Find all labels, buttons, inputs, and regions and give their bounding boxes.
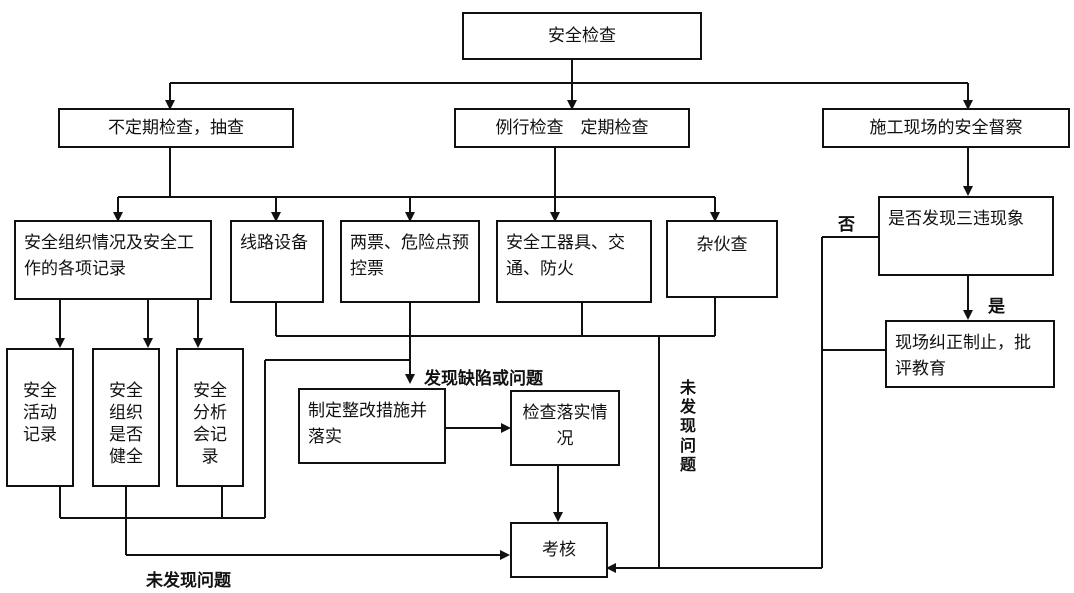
label-found-problem: 发现缺陷或问题 [424, 369, 543, 389]
node-correct-educate-label: 现场纠正制止，批评教育 [895, 333, 1031, 380]
node-routine-inspection-label: 例行检查 定期检查 [495, 117, 649, 138]
node-activity-records: 安全 活动 记录 [6, 348, 74, 487]
node-site-supervision: 施工现场的安全督察 [822, 108, 1070, 148]
node-check-implementation: 检查落实情况 [510, 390, 620, 466]
node-assessment-label: 考核 [542, 539, 576, 560]
label-no-problem-bottom: 未发现问题 [146, 571, 231, 591]
node-assessment: 考核 [510, 522, 608, 578]
node-org-sound-label: 安全 组织 是否 健全 [109, 381, 143, 468]
label-no: 否 [838, 215, 855, 235]
node-line-equipment: 线路设备 [230, 220, 324, 303]
node-work-tickets-label: 两票、危险点预控票 [350, 233, 469, 280]
node-irregular-inspection: 不定期检查，抽查 [58, 108, 294, 148]
node-work-tickets: 两票、危险点预控票 [340, 220, 480, 303]
node-rectify-measures: 制定整改措施并落实 [298, 388, 446, 464]
node-routine-inspection: 例行检查 定期检查 [454, 108, 690, 148]
node-safety-tools: 安全工器具、交通、防火 [496, 220, 652, 303]
node-misc-inspection-label: 杂伙查 [696, 235, 748, 255]
label-yes: 是 [988, 297, 1005, 317]
node-safety-records: 安全组织情况及安全工作的各项记录 [14, 220, 212, 300]
node-three-violations: 是否发现三违现象 [878, 196, 1054, 276]
node-line-equipment-label: 线路设备 [240, 233, 308, 253]
label-no-problem-vertical: 未 发 现 问 题 [679, 378, 696, 474]
node-safety-inspection-label: 安全检查 [548, 25, 616, 46]
node-activity-records-label: 安全 活动 记录 [23, 381, 57, 446]
node-org-sound: 安全 组织 是否 健全 [92, 348, 160, 487]
node-rectify-measures-label: 制定整改措施并落实 [308, 401, 427, 448]
node-analysis-records: 安全 分析 会记 录 [176, 348, 244, 487]
node-safety-inspection: 安全检查 [462, 12, 702, 60]
node-misc-inspection: 杂伙查 [666, 220, 778, 298]
node-safety-tools-label: 安全工器具、交通、防火 [506, 233, 625, 280]
node-check-implementation-label: 检查落实情况 [522, 403, 608, 450]
node-analysis-records-label: 安全 分析 会记 录 [193, 381, 227, 468]
node-correct-educate: 现场纠正制止，批评教育 [885, 320, 1055, 388]
node-three-violations-label: 是否发现三违现象 [888, 209, 1024, 229]
node-irregular-inspection-label: 不定期检查，抽查 [108, 117, 244, 138]
node-site-supervision-label: 施工现场的安全督察 [869, 117, 1023, 138]
node-safety-records-label: 安全组织情况及安全工作的各项记录 [24, 233, 194, 280]
